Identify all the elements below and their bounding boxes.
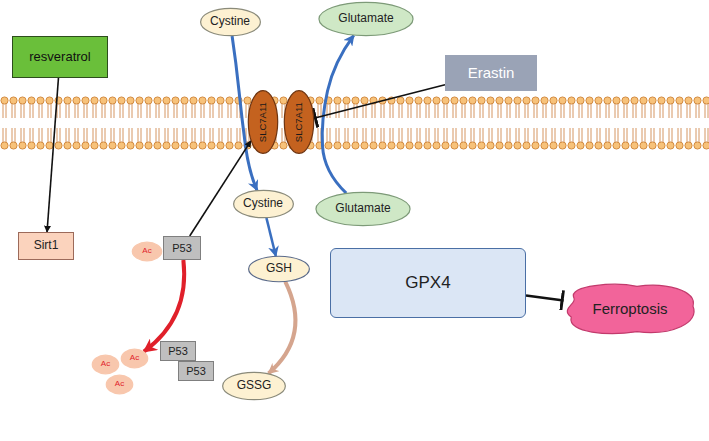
acetyl-tag-shape — [92, 355, 118, 374]
metabolite-ellipse: Glutamate — [318, 2, 414, 36]
node-label: resveratrol — [29, 50, 90, 64]
metabolite-ellipse: GSSG — [222, 372, 286, 400]
enzyme-box: GPX4 — [330, 248, 526, 318]
enzyme-box: Sirt1 — [18, 232, 74, 260]
node-label: Ac — [115, 380, 124, 389]
oxidation-arrow — [268, 282, 295, 374]
node-label: Glutamate — [338, 12, 393, 25]
acetyl-tag: Ac — [132, 242, 162, 261]
node-label: Ferroptosis — [592, 301, 667, 318]
transporter-subunit-shape — [248, 91, 277, 154]
activation-arrow — [47, 78, 58, 232]
node-label: Ac — [130, 354, 139, 363]
node-label: Erastin — [468, 65, 515, 82]
outcome-blob-shape — [567, 284, 694, 333]
acetyl-tag-shape — [132, 242, 161, 261]
metabolite-ellipse-shape — [223, 372, 286, 399]
acetyl-tag-shape — [106, 375, 132, 394]
lipid-bilayer — [0, 96, 709, 150]
metabolite-ellipse-shape — [316, 192, 410, 225]
metabolite-ellipse-shape — [319, 2, 413, 35]
protein-box: P53 — [160, 341, 196, 361]
inhibitor-box: Erastin — [445, 55, 537, 91]
node-label: GSH — [266, 262, 292, 275]
metabolite-ellipse-shape — [233, 190, 293, 217]
node-label: P53 — [186, 365, 206, 377]
protein-box: P53 — [178, 361, 214, 381]
conversion-arrow — [266, 218, 275, 256]
acetyl-tag-shape — [121, 349, 147, 368]
metabolite-ellipse: Glutamate — [315, 192, 411, 226]
node-label: P53 — [168, 345, 188, 357]
acetyl-tag: Ac — [121, 349, 148, 368]
node-label: GPX4 — [405, 274, 450, 293]
transporter-subunit: SLC7A11 — [284, 90, 314, 154]
transporter-subunit: SLC7A11 — [248, 90, 278, 154]
metabolite-ellipse: Cystine — [233, 190, 294, 218]
node-label: Cystine — [210, 15, 250, 28]
node-label: Ac — [101, 360, 110, 369]
drug-box: resveratrol — [12, 36, 108, 78]
node-label: GSSG — [237, 379, 272, 392]
metabolite-ellipse: Cystine — [200, 8, 261, 36]
transporter-subunit-shape — [284, 91, 313, 154]
inhibition-line — [526, 296, 564, 301]
acetyl-tag: Ac — [106, 375, 133, 394]
node-label: SLC7A11 — [258, 102, 268, 142]
node-label: P53 — [172, 242, 192, 254]
node-label: Ac — [142, 247, 151, 256]
acetyl-tag: Ac — [92, 355, 119, 374]
node-label: Glutamate — [335, 202, 390, 215]
metabolite-ellipse: GSH — [248, 256, 310, 282]
protein-box: P53 — [163, 236, 201, 260]
node-label: Sirt1 — [34, 239, 59, 252]
outcome-blob: Ferroptosis — [560, 282, 700, 336]
deacetylation-arrow — [144, 260, 184, 352]
node-label: Cystine — [243, 197, 283, 210]
metabolite-ellipse-shape — [249, 256, 310, 281]
node-label: SLC7A11 — [294, 102, 304, 142]
metabolite-ellipse-shape — [200, 8, 260, 35]
regulation-arrow — [190, 141, 251, 236]
inhibition-line — [314, 85, 445, 118]
